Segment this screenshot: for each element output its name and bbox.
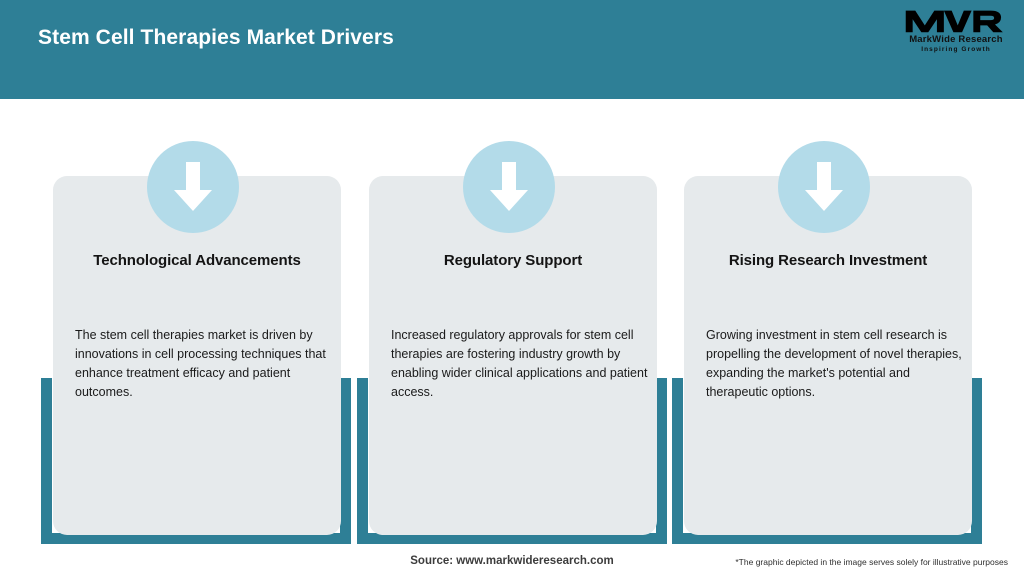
source-label: Source: www.markwideresearch.com xyxy=(410,555,614,567)
down-arrow-glyph xyxy=(805,162,843,211)
down-arrow-icon xyxy=(463,141,555,233)
card-panel: Regulatory Support Increased regulatory … xyxy=(369,176,657,535)
logo-tagline: Inspiring Growth xyxy=(921,45,991,53)
driver-card-2: Regulatory Support Increased regulatory … xyxy=(357,0,667,576)
driver-card-1: Technological Advancements The stem cell… xyxy=(41,0,351,576)
card-body: Increased regulatory approvals for stem … xyxy=(391,328,648,399)
card-panel: Rising Research Investment Growing inves… xyxy=(684,176,972,535)
card-body: Growing investment in stem cell research… xyxy=(706,328,962,399)
down-arrow-glyph xyxy=(490,162,528,211)
card-panel: Technological Advancements The stem cell… xyxy=(53,176,341,535)
disclaimer-note: *The graphic depicted in the image serve… xyxy=(735,557,1008,567)
down-arrow-icon xyxy=(778,141,870,233)
card-bracket xyxy=(41,378,351,544)
card-title: Regulatory Support xyxy=(443,252,583,269)
page-title: Stem Cell Therapies Market Drivers xyxy=(38,26,394,49)
header-bar: Stem Cell Therapies Market Drivers MarkW… xyxy=(0,0,1024,99)
brand-logo: MarkWide Research Inspiring Growth xyxy=(902,8,1010,60)
card-bracket xyxy=(672,378,982,544)
card-title: Rising Research Investment xyxy=(728,252,928,269)
down-arrow-glyph xyxy=(174,162,212,211)
driver-card-3: Rising Research Investment Growing inves… xyxy=(672,0,982,576)
logo-name: MarkWide Research xyxy=(909,34,1003,45)
card-body: The stem cell therapies market is driven… xyxy=(75,328,326,399)
down-arrow-icon xyxy=(147,141,239,233)
card-bracket xyxy=(357,378,667,544)
mwr-logo-icon xyxy=(905,10,1003,33)
card-title: Technological Advancements xyxy=(93,252,301,269)
